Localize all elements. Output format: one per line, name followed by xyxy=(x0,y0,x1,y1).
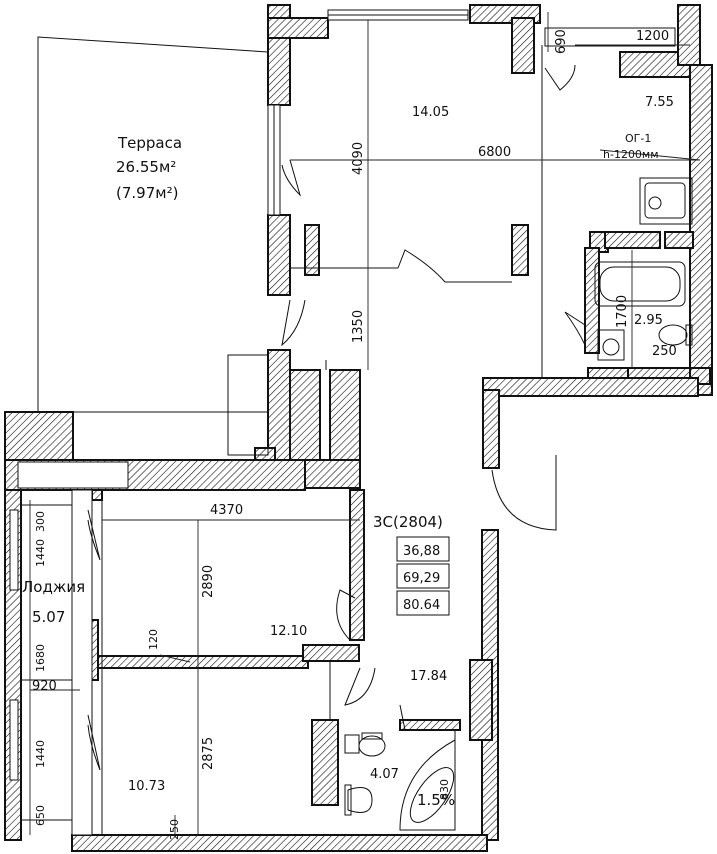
loggia-area: 5.07 xyxy=(32,608,65,626)
dim-250-bath: 250 xyxy=(652,344,677,359)
gas-note-height: h-1200мм xyxy=(603,148,659,161)
dim-1350: 1350 xyxy=(351,310,366,343)
dim-300: 300 xyxy=(34,511,47,532)
dim-1700: 1700 xyxy=(615,295,630,328)
room-bedroom1-area: 12.10 xyxy=(270,624,307,639)
doors xyxy=(87,64,586,771)
bath-sink xyxy=(597,329,625,361)
apartment-info-box xyxy=(396,536,450,616)
terrace-area: 26.55м² xyxy=(116,158,176,176)
room-hall-area: 17.84 xyxy=(410,669,447,684)
dim-690: 690 xyxy=(554,29,569,54)
apartment-code: 3С(2804) xyxy=(373,513,443,531)
dim-120: 120 xyxy=(147,629,160,650)
dim-4090: 4090 xyxy=(351,142,366,175)
dim-2890: 2890 xyxy=(201,565,216,598)
dim-920: 920 xyxy=(32,679,57,694)
terrace-name: Терраса xyxy=(117,134,182,152)
apartment-total-area: 69,29 xyxy=(403,571,440,586)
apartment-living-area: 36,88 xyxy=(403,544,440,559)
dimension-lines xyxy=(29,12,701,835)
dim-650: 650 xyxy=(34,805,47,826)
room-bedroom2-area: 10.73 xyxy=(128,779,165,794)
dim-2875: 2875 xyxy=(201,737,216,770)
windows xyxy=(9,9,676,836)
bathtub xyxy=(594,261,686,307)
terrace-column xyxy=(227,354,269,456)
loggia-name: Лоджия xyxy=(22,578,85,596)
corner-bathtub xyxy=(399,739,456,831)
room-small-bath-area: 1.5% xyxy=(417,791,455,809)
room-bathroom-area: 2.95 xyxy=(634,313,663,328)
dim-1440-bottom: 1440 xyxy=(34,740,47,768)
room-kitchen-area: 7.55 xyxy=(645,95,674,110)
dim-6800: 6800 xyxy=(478,145,511,160)
dim-830: 830 xyxy=(438,779,451,800)
apartment-total-with-terrace: 80.64 xyxy=(403,598,440,613)
kitchen-sink xyxy=(639,177,693,225)
terrace-area-reduced: (7.97м²) xyxy=(116,184,178,202)
dim-1680: 1680 xyxy=(34,644,47,672)
gas-note-code: ОГ-1 xyxy=(625,132,651,145)
dim-250-bottom: 250 xyxy=(168,819,181,840)
dim-1440-top: 1440 xyxy=(34,539,47,567)
dim-1200: 1200 xyxy=(636,29,669,44)
walls xyxy=(4,4,713,852)
wc-sink xyxy=(344,734,373,816)
dim-4370: 4370 xyxy=(210,503,243,518)
terrace-outline xyxy=(37,36,269,413)
toilet-main-bath xyxy=(658,324,693,346)
room-living-area: 14.05 xyxy=(412,105,449,120)
wc-toilet xyxy=(358,732,386,757)
room-wc-area: 4.07 xyxy=(370,767,399,782)
